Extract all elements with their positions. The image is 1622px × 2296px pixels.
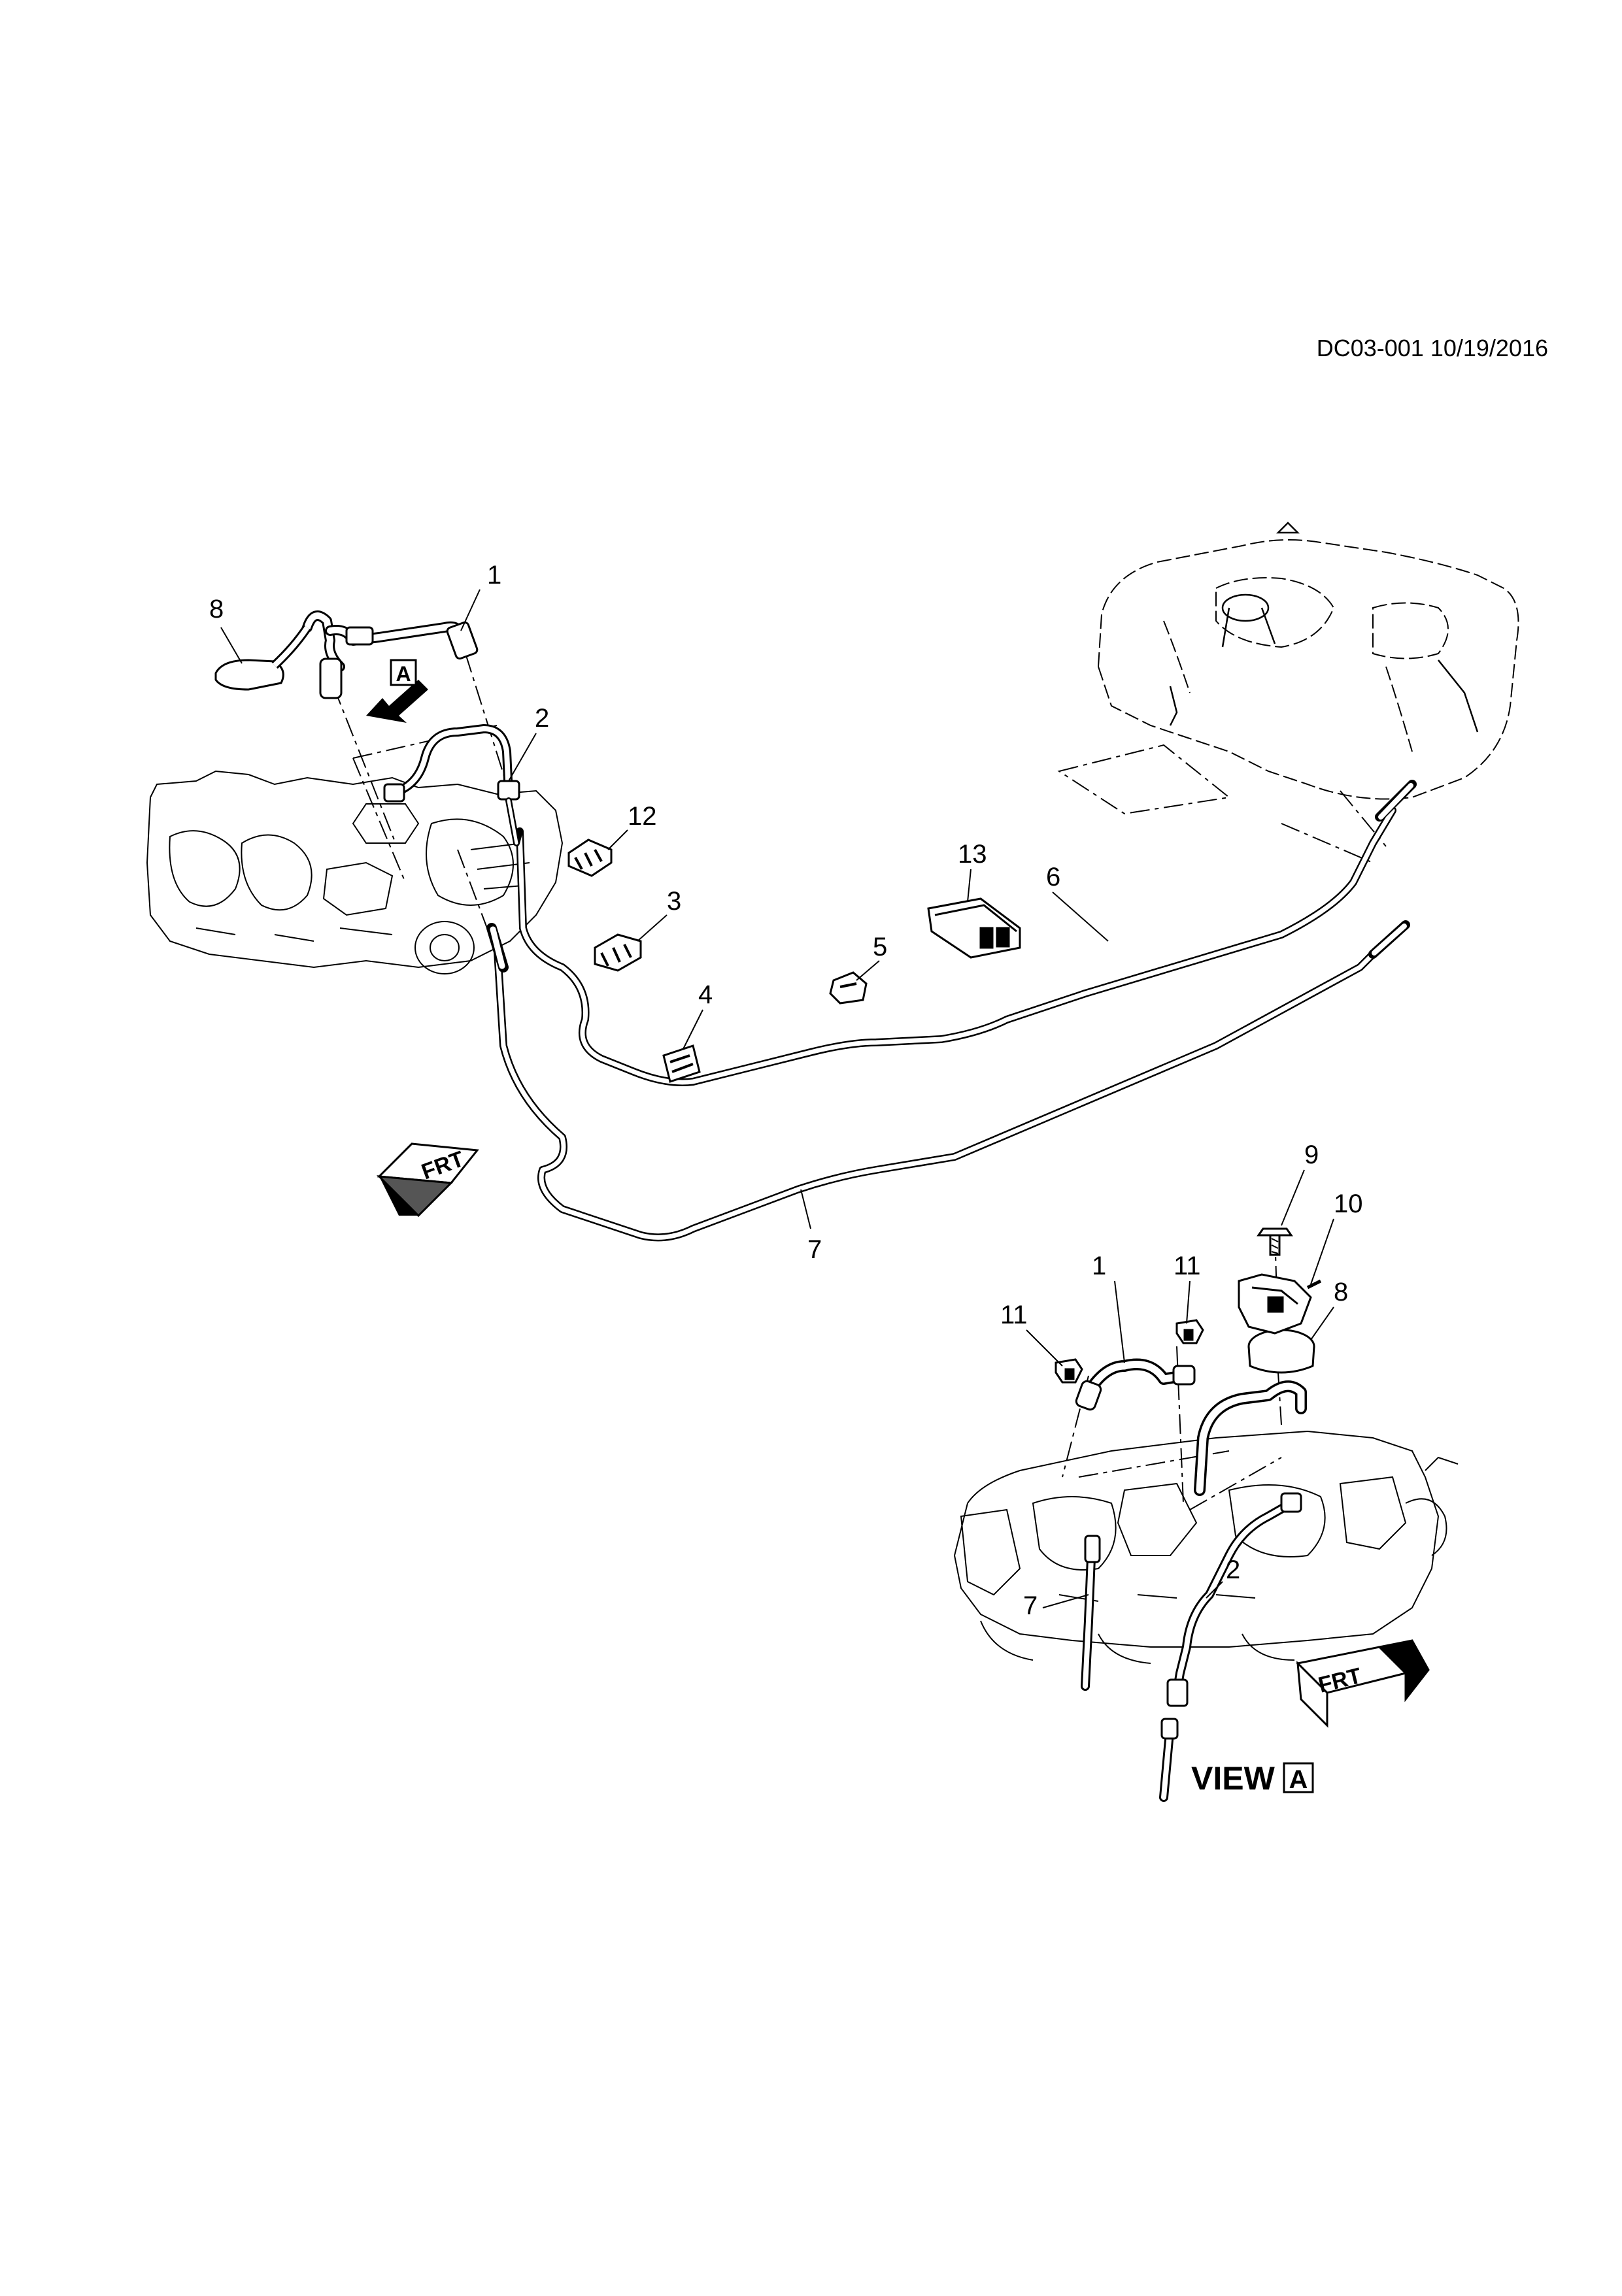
part-2-hose (383, 724, 523, 846)
view-a-letter: A (396, 662, 411, 686)
part-9-bolt (1257, 1227, 1293, 1256)
part-8-canister (214, 625, 311, 691)
callout-8: 8 (209, 595, 224, 624)
document-id: DC03-001 10/19/2016 (1317, 335, 1548, 361)
leader-lines-main (333, 653, 1387, 955)
callout-4: 4 (698, 980, 713, 1009)
frt-arrow-main: FRT (377, 1142, 479, 1218)
fuel-pipe-7 (486, 920, 1410, 1242)
callout-view-8: 8 (1334, 1278, 1348, 1306)
callout-3: 3 (667, 887, 681, 916)
part-12-clip (567, 839, 613, 877)
callout-numbers-main: 1 8 2 12 3 4 5 13 6 7 (209, 561, 1060, 1264)
callout-view-1: 1 (1092, 1252, 1106, 1280)
callout-view-7: 7 (1023, 1591, 1038, 1620)
part-3-clip (594, 933, 642, 972)
view-label-text: VIEW (1191, 1760, 1276, 1797)
callout-view-9: 9 (1304, 1140, 1319, 1169)
callout-7: 7 (807, 1235, 822, 1264)
engine-view-a-illustration (953, 1430, 1459, 1664)
part-10-valve (1238, 1273, 1322, 1335)
fuel-tank-sender (1169, 522, 1479, 733)
callout-1: 1 (487, 561, 501, 590)
fuel-tank-illustration (1097, 539, 1519, 800)
callout-numbers-view-a: 9 10 11 11 1 8 2 7 (1000, 1140, 1363, 1620)
callout-view-10: 10 (1334, 1190, 1363, 1218)
part-13-bracket (927, 897, 1021, 959)
view-a-hose-7 (1081, 1535, 1101, 1691)
callout-2: 2 (535, 704, 549, 733)
part-4-clip (662, 1044, 701, 1083)
view-a-title: VIEW A (1191, 1760, 1314, 1797)
part-11-clip-right (1175, 1319, 1204, 1344)
callout-5: 5 (873, 933, 887, 961)
view-label-letter: A (1289, 1765, 1308, 1794)
fuel-pipe-6 (516, 780, 1417, 1086)
callout-13: 13 (958, 840, 987, 869)
callout-view-11-right: 11 (1174, 1252, 1201, 1280)
callout-view-2: 2 (1226, 1556, 1240, 1584)
view-a-hose-8 (1194, 1329, 1315, 1496)
part-1-hose (302, 610, 479, 699)
callout-view-11-left: 11 (1000, 1301, 1028, 1329)
callout-6: 6 (1046, 863, 1060, 891)
view-a-indicator: A (366, 659, 428, 723)
frt-arrow-view-a: FRT (1295, 1639, 1430, 1728)
callout-leaders-main (220, 589, 1109, 1229)
view-a-hose-1 (1075, 1358, 1196, 1411)
callout-leaders-view-a (1026, 1169, 1334, 1608)
callout-12: 12 (628, 802, 657, 831)
